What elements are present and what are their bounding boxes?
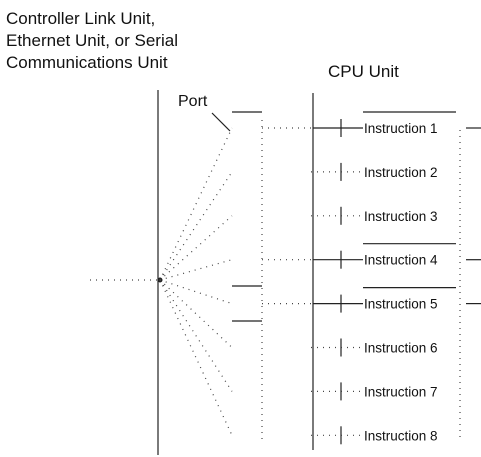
fan-line: [159, 279, 233, 392]
unit-title-line-2: Ethernet Unit, or Serial: [6, 31, 178, 50]
diagram-structure: [90, 90, 461, 455]
cpu-unit-title: CPU Unit: [328, 62, 399, 81]
fan-line: [159, 279, 233, 305]
fan-line: [159, 259, 233, 281]
instruction-row: Instruction 5: [262, 287, 481, 313]
port-label: Port: [178, 93, 208, 110]
fan-line: [159, 171, 233, 281]
fan-line: [159, 215, 233, 281]
instruction-label: Instruction 2: [364, 165, 438, 180]
unit-title-line-1: Controller Link Unit,: [6, 9, 155, 28]
network-fan-lines: [159, 127, 233, 436]
instruction-label: Instruction 5: [364, 297, 438, 312]
fan-line: [159, 127, 233, 281]
instruction-label: Instruction 1: [364, 121, 438, 136]
instruction-row: Instruction 2: [311, 162, 438, 181]
fan-line: [159, 279, 233, 436]
instruction-label: Instruction 4: [364, 253, 438, 268]
instruction-label: Instruction 3: [364, 209, 438, 224]
instruction-row: Instruction 3: [311, 206, 438, 225]
unit-title: Controller Link Unit, Ethernet Unit, or …: [6, 9, 178, 72]
instruction-label: Instruction 8: [364, 428, 438, 443]
instruction-label: Instruction 7: [364, 384, 438, 399]
instruction-label: Instruction 6: [364, 341, 438, 356]
instruction-row: Instruction 6: [311, 338, 438, 357]
instruction-row: Instruction 8: [311, 426, 438, 445]
fan-line: [159, 279, 233, 348]
instruction-row: Instruction 7: [311, 382, 438, 401]
instruction-row: Instruction 4: [262, 243, 481, 269]
instruction-rows: Instruction 1 Instruction 2 Instruction 3 I…: [262, 111, 481, 445]
unit-title-line-3: Communications Unit: [6, 53, 168, 72]
instruction-row: Instruction 1: [262, 111, 481, 137]
port-pointer-line: [211, 112, 231, 132]
